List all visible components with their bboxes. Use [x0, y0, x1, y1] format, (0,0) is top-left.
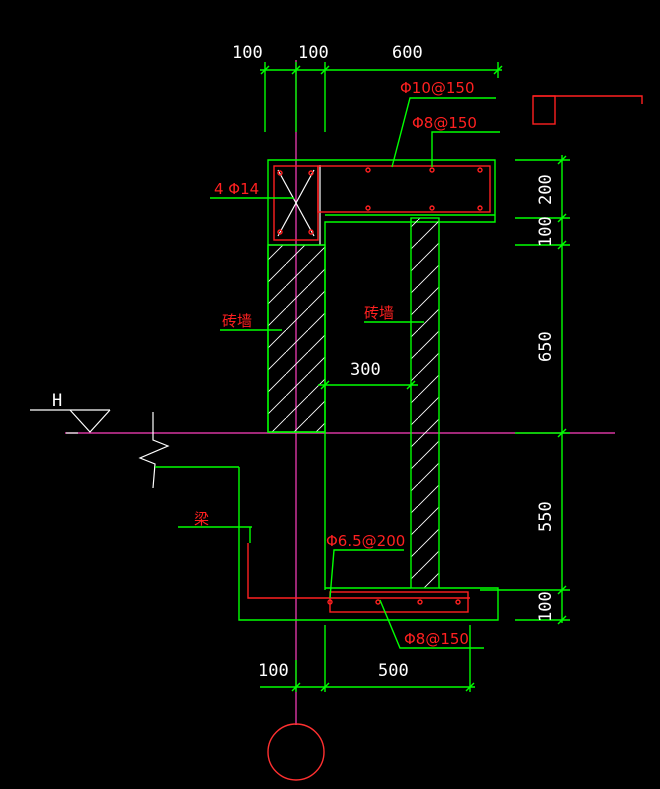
top-dim-600: 600	[392, 43, 423, 63]
cap-cross-b	[277, 169, 315, 237]
inner-dim-300: 300	[350, 360, 381, 380]
leader-top-bar-2: Φ8@150	[412, 114, 500, 167]
right-dim-550: 550	[536, 501, 556, 532]
top-dim-100-b: 100	[298, 43, 329, 63]
bottom-rebar-slab	[329, 591, 469, 613]
rebar-label-top-2: Φ8@150	[412, 114, 477, 132]
axis-bubble	[267, 723, 325, 781]
label-right-wall: 砖墙	[364, 304, 394, 322]
bottom-rebar-left	[247, 543, 470, 599]
cap-rebar-dots	[277, 167, 483, 235]
top-dim-100-a: 100	[232, 43, 263, 63]
leader-corner-bars: 4 Φ14	[210, 180, 294, 199]
label-left-wall: 砖墙	[222, 312, 252, 330]
top-dimension: 100 100 600	[232, 43, 503, 132]
bottom-dimension: 100 500	[258, 625, 475, 692]
break-line-symbol	[138, 412, 170, 489]
right-dimension: 200 100 650 550 100	[480, 155, 570, 625]
section-marker	[532, 95, 643, 125]
rebar-label-corner: 4 Φ14	[214, 180, 259, 198]
leader-bottom-bar-1: Φ6.5@200	[326, 532, 405, 599]
leader-bottom-bar-2: Φ8@150	[379, 599, 484, 649]
inner-dimension: 300	[318, 360, 418, 390]
label-beam: 梁	[194, 510, 209, 528]
right-dim-100-b: 100	[536, 591, 556, 622]
right-dim-100-a: 100	[536, 216, 556, 247]
bottom-dim-100: 100	[258, 661, 289, 681]
level-mark: H	[30, 391, 111, 434]
right-dim-200: 200	[536, 174, 556, 205]
leader-top-bar-1: Φ10@150	[391, 79, 496, 168]
rebar-label-top-1: Φ10@150	[400, 79, 475, 97]
bottom-rebar-dots	[327, 599, 461, 605]
bottom-dim-500: 500	[378, 661, 409, 681]
right-brick-wall	[410, 217, 440, 589]
foundation-outline	[238, 432, 499, 621]
left-brick-wall	[267, 244, 326, 433]
cap-rebar-slab	[317, 165, 491, 213]
rebar-label-bottom-1: Φ6.5@200	[326, 532, 405, 550]
level-mark-label: H	[52, 391, 62, 411]
right-dim-650: 650	[536, 331, 556, 362]
rebar-label-bottom-2: Φ8@150	[404, 630, 469, 648]
